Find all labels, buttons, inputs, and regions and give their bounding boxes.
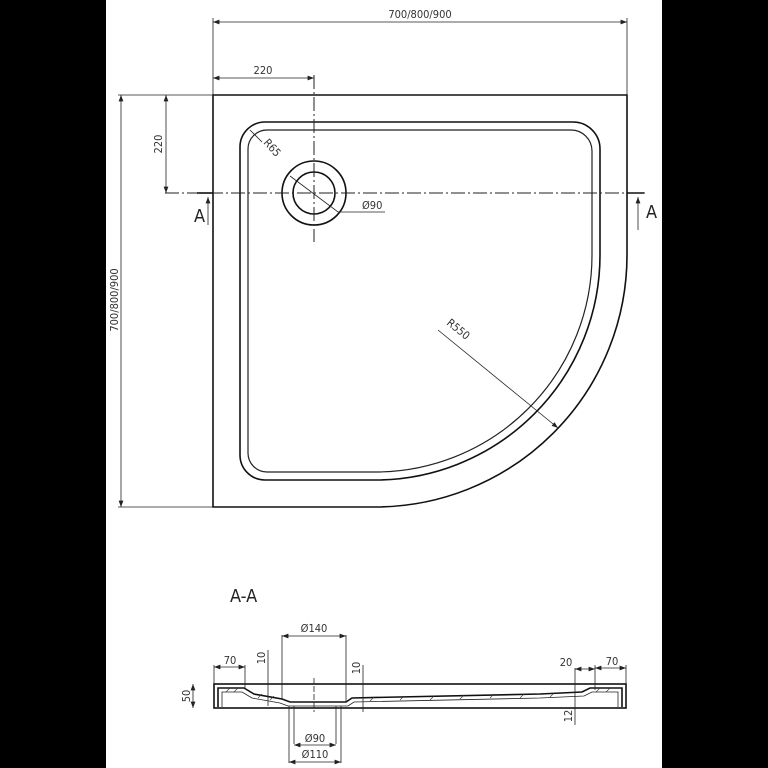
section-outline: [213, 683, 627, 709]
depth-right: 12: [562, 710, 575, 723]
drain-y-dimension: 220: [152, 135, 165, 154]
drain-x-dimension: 220: [254, 64, 273, 77]
rim-right: 70: [606, 655, 619, 668]
section-mark-left: A: [194, 206, 205, 227]
section-mark-right: A: [646, 202, 657, 223]
rim-left: 70: [224, 654, 237, 667]
section-surface: [217, 687, 623, 707]
step-right: 20: [560, 656, 573, 669]
width-dimension: 700/800/900: [388, 8, 451, 21]
section-height: 50: [180, 690, 193, 703]
corner-radius-label: R65: [261, 136, 284, 159]
section-view: A-A 50 70 10 Ø140 10: [180, 586, 627, 765]
drain-diameter-label: Ø90: [362, 199, 382, 212]
drain-inner: Ø90: [305, 732, 325, 745]
tray-basin-outer: [239, 121, 601, 481]
drain-outer: Ø110: [302, 748, 329, 761]
section-hatching: [225, 687, 611, 702]
depth-left: 10: [255, 652, 268, 665]
section-underside: [221, 691, 619, 707]
depth-mid: 10: [350, 662, 363, 675]
drain-diameter-leader: [289, 175, 385, 213]
section-title: A-A: [230, 586, 257, 607]
drawing-sheet: [106, 0, 662, 768]
plan-view: 700/800/900 220 700/800/900 220 R65 Ø90 …: [108, 8, 657, 508]
tray-outline: [212, 94, 628, 508]
r65-leader: [249, 129, 263, 143]
height-dimension: 700/800/900: [108, 268, 121, 331]
tray-basin-inner: [247, 129, 593, 473]
arc-radius-leader: [437, 329, 559, 429]
drain-top: Ø140: [301, 622, 328, 635]
